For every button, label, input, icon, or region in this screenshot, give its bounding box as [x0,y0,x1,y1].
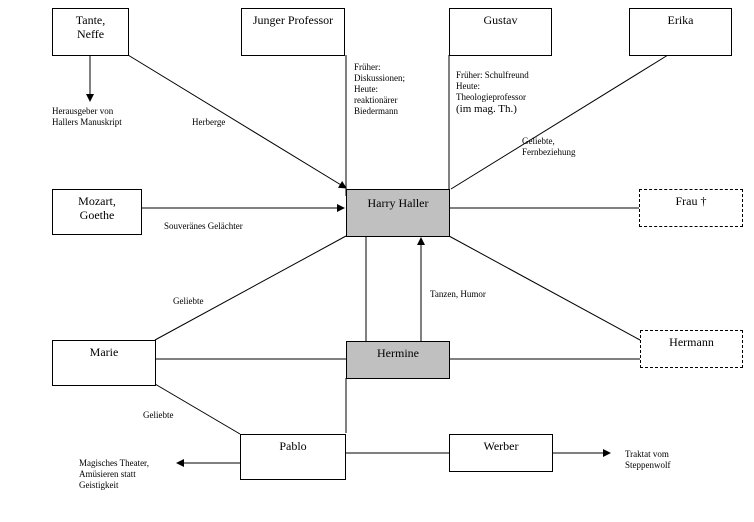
node-gustav: Gustav [449,8,552,56]
harry-marie-line [154,235,347,341]
label-professor-line-2: Diskussionen; [354,73,406,83]
label-erika-line-1: Geliebte, [522,136,555,146]
label-gustav-line-3: Theologieprofessor [456,92,526,102]
label-tanzen: Tanzen, Humor [430,289,486,300]
label-herberge-text: Herberge [192,117,226,127]
node-junger-professor: Junger Professor [241,8,345,56]
marie-pablo-line [154,383,241,435]
label-erika-line-2: Fernbeziehung [522,147,576,157]
label-marie-harry-text: Geliebte [173,296,204,306]
node-mozart-goethe: Mozart, Goethe [52,189,142,235]
label-tanzen-text: Tanzen, Humor [430,289,486,299]
node-tante-neffe: Tante, Neffe [52,8,129,56]
label-professor-line-3: Heute: [354,84,378,94]
node-frau: Frau † [639,189,743,227]
label-marie-pablo-text: Geliebte [143,410,174,420]
label-professor-line-1: Früher: [354,62,381,72]
label-mozart-text: Souveränes Gelächter [164,221,243,231]
erika-harry-line [450,54,669,190]
label-herausgeber: Herausgeber von Hallers Manuskript [52,106,122,128]
label-erika-info: Geliebte, Fernbeziehung [522,136,575,158]
label-herberge: Herberge [192,117,225,128]
node-marie: Marie [52,340,156,386]
label-marie-pablo: Geliebte [143,410,174,421]
label-traktat-line-1: Traktat vom [625,449,669,459]
label-professor-line-5: Biedermann [354,106,398,116]
node-hermann: Hermann [640,330,743,368]
node-harry-haller: Harry Haller [346,189,450,237]
label-herausgeber-line-1: Herausgeber von [52,106,114,116]
label-gustav-line-4: (im mag. Th.) [456,103,517,115]
label-magisches-line-2: Amüsieren statt [79,469,136,479]
node-werber: Werber [449,434,553,472]
label-traktat-line-2: Steppenwolf [625,460,671,470]
node-pablo: Pablo [240,434,346,480]
label-gustav-info: Früher: Schulfreund Heute: Theologieprof… [456,70,529,116]
node-hermine: Hermine [346,341,450,379]
label-gustav-line-1: Früher: Schulfreund [456,70,529,80]
label-marie-harry: Geliebte [173,296,204,307]
harry-hermann-line [448,235,641,341]
label-mozart-info: Souveränes Gelächter [164,221,243,232]
node-erika: Erika [629,8,732,56]
label-magisches-line-1: Magisches Theater, [79,458,149,468]
label-herausgeber-line-2: Hallers Manuskript [52,117,122,127]
label-magisches: Magisches Theater, Amüsieren statt Geist… [79,458,149,491]
label-magisches-line-3: Geistigkeit [79,480,119,490]
label-professor-line-4: reaktionärer [354,95,398,105]
tante-harry-line [127,54,347,189]
label-professor-info: Früher: Diskussionen; Heute: reaktionäre… [354,62,405,117]
label-traktat: Traktat vom Steppenwolf [625,449,671,471]
label-gustav-line-2: Heute: [456,81,480,91]
